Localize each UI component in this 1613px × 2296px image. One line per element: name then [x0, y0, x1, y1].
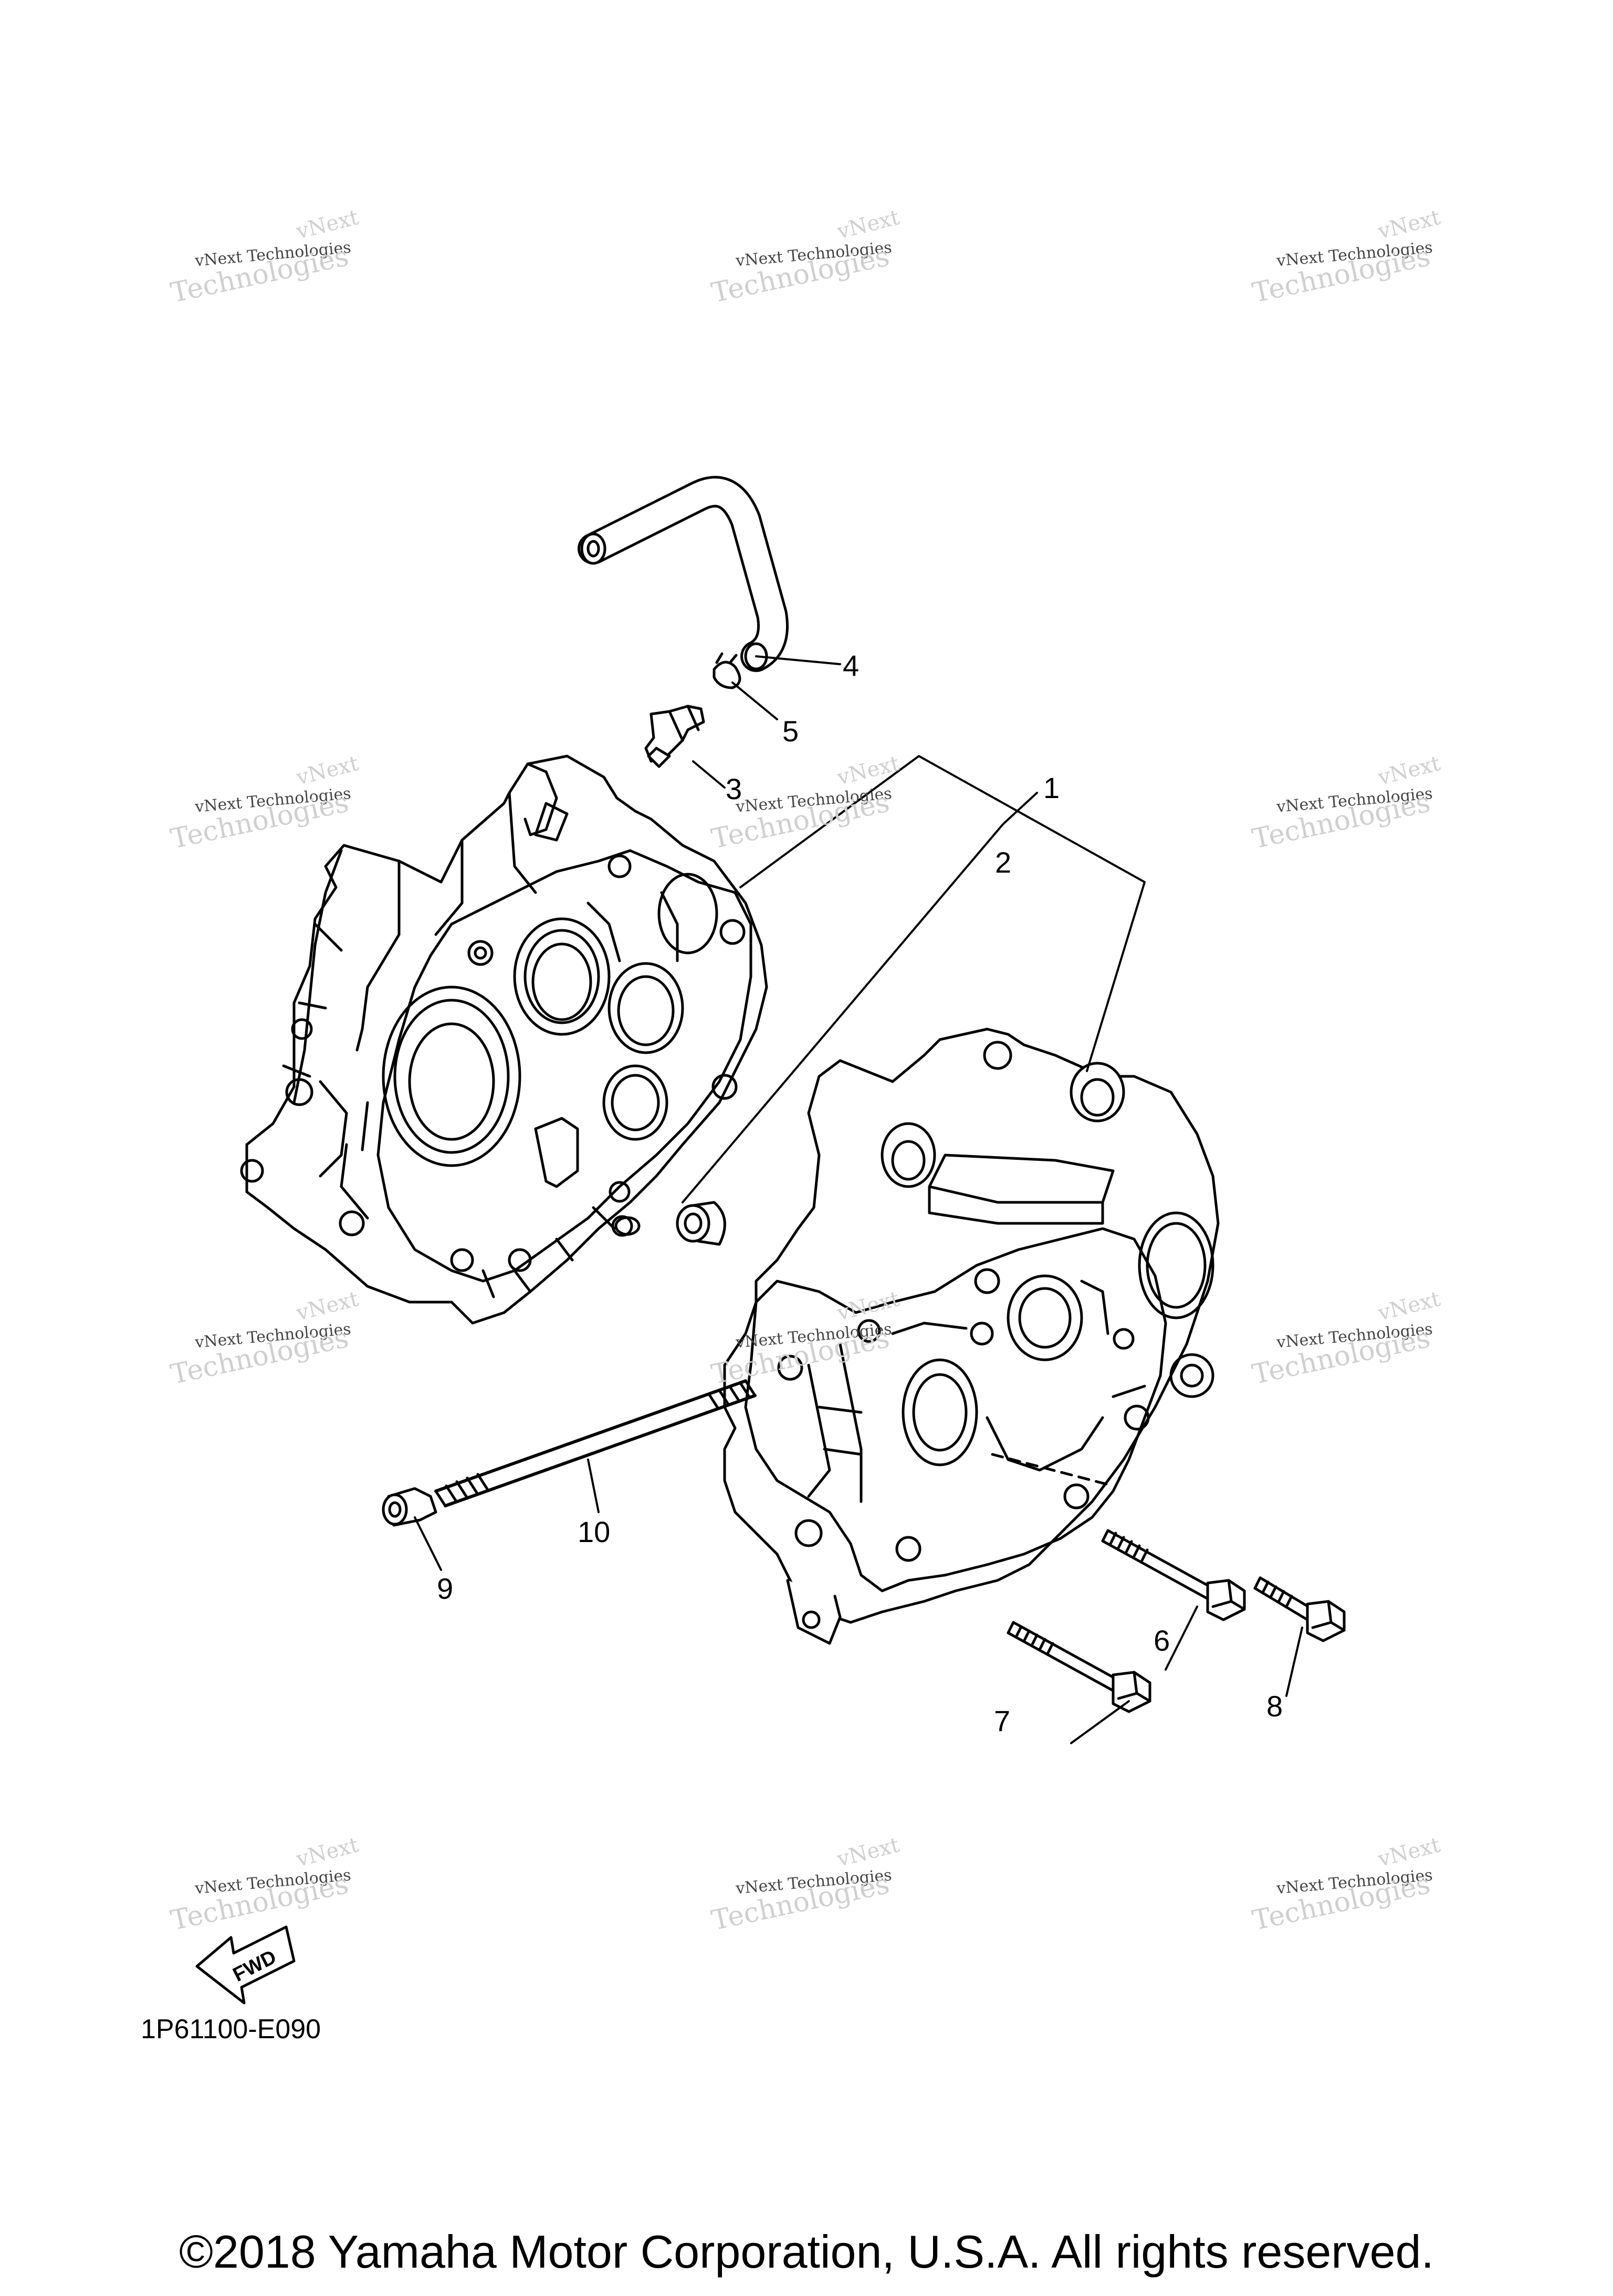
bolt-8	[1253, 1576, 1346, 1642]
right-crankcase	[723, 1028, 1220, 1645]
breather-fitting	[644, 705, 705, 768]
dowel-pin	[676, 1201, 726, 1246]
callout-10: 10	[578, 1515, 611, 1548]
callout-4: 4	[843, 649, 860, 682]
bolt-7	[1007, 1621, 1151, 1713]
callout-1: 1	[1043, 771, 1060, 804]
left-crankcase	[240, 754, 768, 1325]
callout-9: 9	[437, 1572, 454, 1605]
copyright-notice: ©2018 Yamaha Motor Corporation, U.S.A. A…	[179, 2226, 1434, 2278]
stud-bolt	[434, 1379, 757, 1507]
stud-nut	[382, 1487, 437, 1527]
bolt-6	[1101, 1529, 1246, 1621]
breather-hose	[578, 476, 789, 672]
leader-lines	[414, 655, 1303, 1744]
diagram-code: 1P61100-E090	[141, 2014, 321, 2045]
callout-3: 3	[726, 772, 742, 805]
callout-2: 2	[995, 846, 1012, 879]
callout-8: 8	[1266, 1690, 1283, 1723]
fwd-arrow-icon: FWD	[195, 1925, 296, 2005]
callout-6: 6	[1154, 1624, 1170, 1657]
callout-7: 7	[994, 1704, 1011, 1737]
callout-5: 5	[782, 715, 799, 748]
hose-clip	[713, 652, 741, 689]
